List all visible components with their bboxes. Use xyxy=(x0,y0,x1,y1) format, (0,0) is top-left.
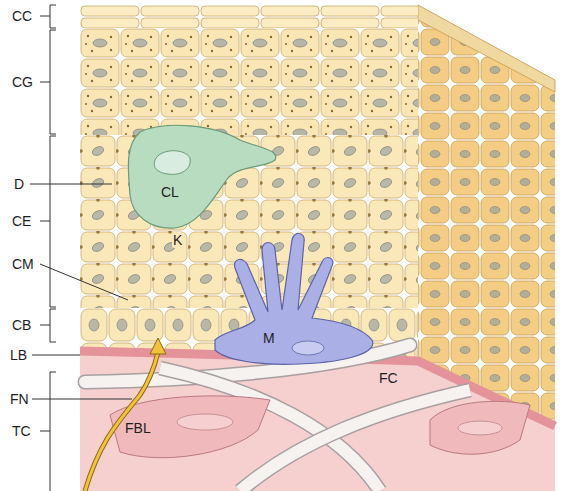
part-label: FC xyxy=(378,370,399,386)
part-label: K xyxy=(172,232,183,248)
layer-label: CC xyxy=(12,8,32,24)
layer-label: CB xyxy=(12,317,31,333)
layer-label: LB xyxy=(10,347,27,363)
layer-label: TC xyxy=(12,423,31,439)
layer-label: CG xyxy=(12,74,33,90)
part-label: CL xyxy=(160,184,180,200)
layer-label: FN xyxy=(10,391,29,407)
part-label: M xyxy=(262,330,276,346)
part-label: FBL xyxy=(124,420,152,436)
layer-label: CM xyxy=(12,256,34,272)
layer-label: CE xyxy=(12,213,31,229)
layer-label: D xyxy=(14,176,24,192)
